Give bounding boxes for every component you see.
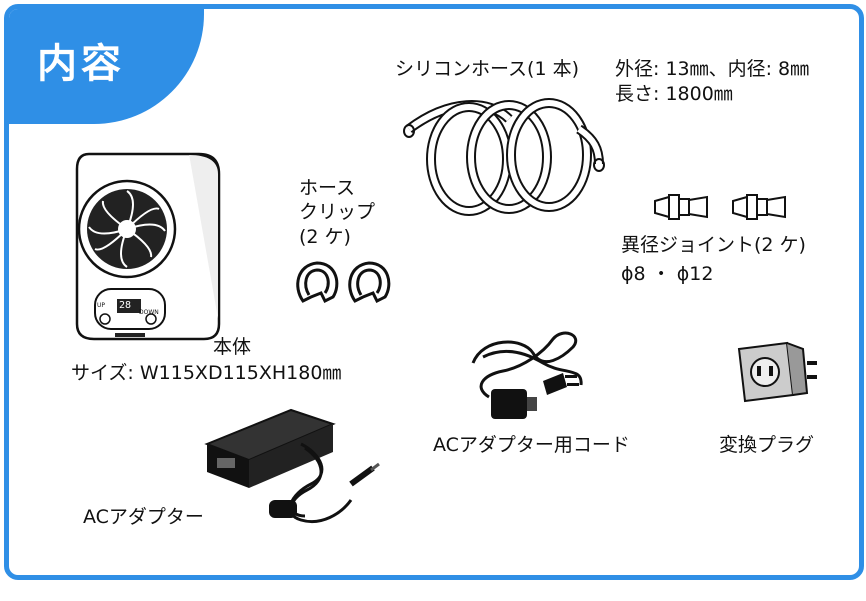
contents-panel: 内容 シリコンホース(1 本) 外径: 13㎜、内径: 8㎜ 長さ: 1800㎜… [4, 4, 864, 580]
hose-clip-image [296, 261, 391, 304]
hose-spec-diameter: 外径: 13㎜、内径: 8㎜ [615, 58, 810, 80]
conversion-plug-image [737, 341, 817, 403]
joint-spec: ϕ8 ・ ϕ12 [621, 263, 714, 285]
unit-size: サイズ: W115XD115XH180㎜ [71, 362, 342, 384]
hose-label: シリコンホース(1 本) [395, 58, 580, 80]
clip-label-line2: クリップ [299, 201, 376, 223]
ac-adapter-image [204, 408, 380, 523]
conversion-plug-label: 変換プラグ [719, 434, 815, 456]
unit-down-label: DOWN [139, 309, 159, 316]
main-unit-image [75, 152, 221, 341]
joint-label: 異径ジョイント(2 ケ) [621, 234, 806, 256]
unit-temperature-display: 28 [119, 300, 132, 311]
clip-label-line3: (2 ケ) [299, 226, 351, 248]
ac-adapter-label: ACアダプター [83, 506, 204, 528]
silicone-hose-image [403, 98, 605, 216]
page-title: 内容 [37, 41, 125, 87]
ac-cord-image [471, 331, 583, 419]
ac-cord-label: ACアダプター用コード [433, 434, 630, 456]
unit-label: 本体 [213, 336, 252, 358]
reducer-joint-image [654, 194, 786, 220]
header-tab: 内容 [9, 9, 204, 124]
clip-label-line1: ホース [299, 177, 356, 199]
hose-spec-length: 長さ: 1800㎜ [615, 83, 733, 105]
unit-up-label: UP [97, 302, 106, 309]
